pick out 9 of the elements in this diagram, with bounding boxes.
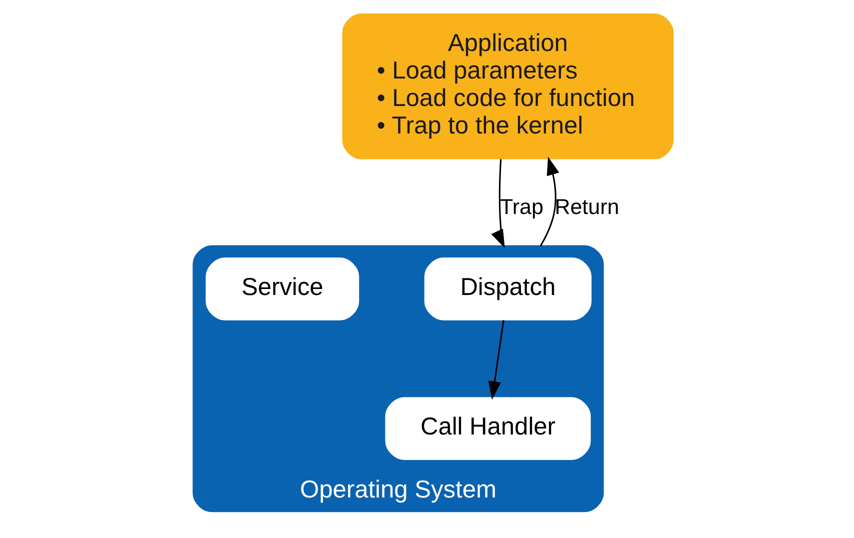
arrow (540, 156, 560, 246)
node-box: Call Handler (385, 397, 591, 460)
node-box: Application • Load parameters • Load code for function • Trap to the kernel (342, 14, 674, 160)
node-box: Dispatch (424, 258, 592, 320)
edge-label: Trap (500, 195, 544, 220)
arrow (488, 320, 504, 400)
arrow (491, 159, 505, 248)
edge-label: Return (554, 195, 620, 220)
node-box: Service (206, 258, 360, 320)
